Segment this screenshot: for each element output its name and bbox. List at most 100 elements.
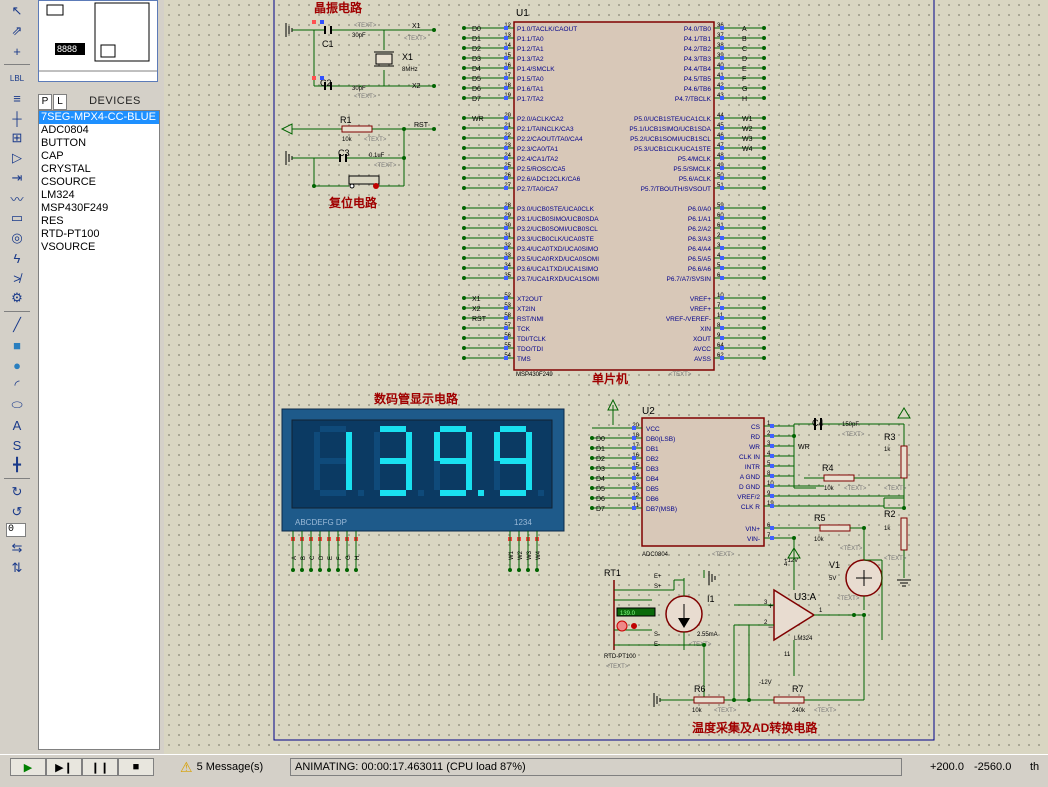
junction-dot <box>902 506 906 510</box>
pin-endpoint <box>462 136 466 140</box>
marker-button[interactable]: ╋ <box>6 456 28 474</box>
text-button[interactable]: A <box>6 416 28 434</box>
mirror-h-button[interactable]: ⇆ <box>6 539 28 557</box>
select-button[interactable]: ↖ <box>6 2 28 20</box>
pin-endpoint <box>762 46 766 50</box>
mcu-pin-label: P4.6/TB6 <box>684 86 711 93</box>
pin-marker <box>504 266 508 270</box>
device-list-item[interactable]: CSOURCE <box>41 176 97 188</box>
device-list-item[interactable]: VSOURCE <box>41 241 96 253</box>
adc-net-label: D2 <box>596 456 605 463</box>
adc-ref: U2 <box>642 406 655 417</box>
rotation-input[interactable]: 0 <box>6 523 26 537</box>
messages-count: 5 Message(s) <box>196 761 264 773</box>
messages-indicator[interactable]: ⚠ 5 Message(s) <box>180 758 278 776</box>
text-placeholder: <TEXT> <box>814 708 837 714</box>
graph-button[interactable]: 〰 <box>6 189 28 207</box>
device-list-item[interactable]: MSP430F249 <box>41 202 109 214</box>
pause-button[interactable]: ❙❙ <box>82 758 118 776</box>
pick-devices-tab[interactable]: P <box>38 94 52 110</box>
mcu-pin-label: P2.5/ROSC/CA5 <box>517 166 566 173</box>
bus-button[interactable]: ┼ <box>6 109 28 127</box>
rotate-cw-button[interactable]: ↻ <box>6 483 28 501</box>
adc-pin-label: RD <box>751 434 761 441</box>
junction-icon: + <box>13 43 21 59</box>
pin-marker <box>504 96 508 100</box>
device-list-item[interactable]: CRYSTAL <box>41 163 91 175</box>
marker-icon: ╋ <box>13 457 21 472</box>
terminal-icon: ▷ <box>12 150 22 165</box>
text-placeholder: <TEXT> <box>714 708 737 714</box>
step-button[interactable]: ▶❙ <box>46 758 82 776</box>
terminal-button[interactable]: ▷ <box>6 149 28 167</box>
pin-marker <box>504 66 508 70</box>
text-script-button[interactable]: ≡ <box>6 89 28 107</box>
junction-dot <box>852 613 856 617</box>
stop-button[interactable]: ■ <box>118 758 154 776</box>
mcu-pin-label: P6.4/A4 <box>688 246 712 253</box>
pin-endpoint <box>336 568 340 572</box>
adc-pin-number: 3 <box>767 441 771 447</box>
text-placeholder: <TEXT> <box>840 546 863 552</box>
device-list-item[interactable]: 7SEG-MPX4-CC-BLUE <box>39 111 159 124</box>
c1-label: C1 <box>322 39 334 49</box>
virtual-instrument-button[interactable]: ⚙ <box>6 289 28 307</box>
adc-part: ADC0804 <box>642 552 669 558</box>
device-list-item[interactable]: ADC0804 <box>41 124 89 136</box>
mcu-pin-label: VREF+ <box>690 296 711 303</box>
display-segment <box>346 432 352 461</box>
adc-pin-label: DB3 <box>646 466 659 473</box>
crystal-x1 <box>375 53 393 65</box>
tape-button[interactable]: ▭ <box>6 209 28 227</box>
display-segment <box>380 426 406 432</box>
display-segment <box>314 461 320 490</box>
path-button[interactable]: ⬭ <box>6 396 28 414</box>
subcircuit-button[interactable]: ⊞ <box>6 129 28 147</box>
voltage-probe-button[interactable]: ϟ <box>6 249 28 267</box>
pin-marker <box>720 186 724 190</box>
rotate-ccw-button[interactable]: ↺ <box>6 503 28 521</box>
box-button[interactable]: ■ <box>6 336 28 354</box>
junction-dot <box>792 536 796 540</box>
symbol-button[interactable]: S <box>6 436 28 454</box>
device-list-item[interactable]: LM324 <box>41 189 75 201</box>
wire-label-button[interactable]: LBL <box>6 69 28 87</box>
arc-button[interactable]: ◜ <box>6 376 28 394</box>
pin-marker <box>720 26 724 30</box>
mcu-pin-label: P4.1/TB1 <box>684 36 711 43</box>
device-pin-button[interactable]: ⇥ <box>6 169 28 187</box>
adc-net-label: D4 <box>596 476 605 483</box>
device-list-item[interactable]: RTD-PT100 <box>41 228 100 240</box>
common-net-label: W2 <box>518 550 524 560</box>
button-contact <box>349 183 355 189</box>
r5-value: 10k <box>814 537 825 543</box>
generator-button[interactable]: ◎ <box>6 229 28 247</box>
mcu-pin-number: 4 <box>717 253 721 259</box>
segment-net-label: B <box>301 556 307 560</box>
capacitor-c1 <box>330 26 332 34</box>
pin-endpoint <box>291 568 295 572</box>
mcu-pin-label: P4.5/TB5 <box>684 76 711 83</box>
device-list-item[interactable]: CAP <box>41 150 64 162</box>
device-list-item[interactable]: BUTTON <box>41 137 87 149</box>
mcu-pin-label: P6.2/A2 <box>688 226 712 233</box>
component-button[interactable]: ⇗ <box>6 22 28 40</box>
text-placeholder: <TEXT> <box>354 94 377 100</box>
devices-title: DEVICES <box>89 95 141 107</box>
junction-dot <box>312 184 316 188</box>
device-list-item[interactable]: RES <box>41 215 64 227</box>
adc-pin-number: 6 <box>767 523 771 529</box>
opamp-minus-sign: − <box>768 622 773 632</box>
current-probe-button[interactable]: ≯ <box>6 269 28 287</box>
mirror-v-button[interactable]: ⇅ <box>6 559 28 577</box>
line-button[interactable]: ╱ <box>6 316 28 334</box>
coord-unit: th <box>1030 761 1040 773</box>
pin-marker <box>720 296 724 300</box>
circle-button[interactable]: ● <box>6 356 28 374</box>
library-manager-tab[interactable]: L <box>53 94 67 110</box>
mcu-pin-label: P6.0/A0 <box>688 206 712 213</box>
junction-button[interactable]: + <box>6 42 28 60</box>
play-button[interactable]: ▶ <box>10 758 46 776</box>
